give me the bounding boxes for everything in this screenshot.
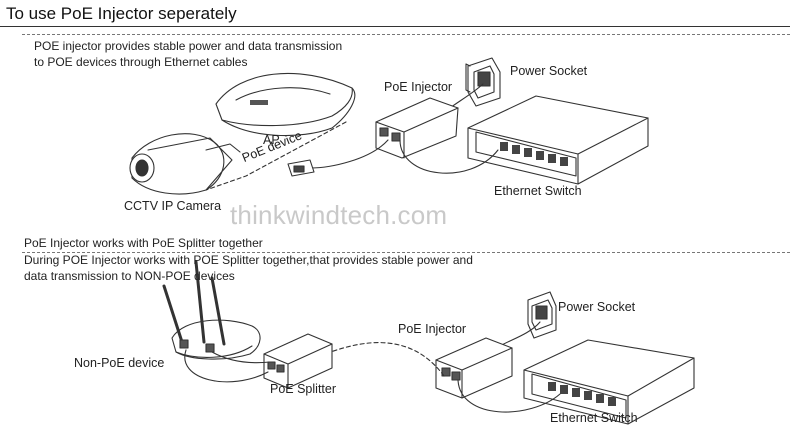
poe-splitter-icon bbox=[263, 333, 333, 389]
watermark: thinkwindtech.com bbox=[230, 200, 448, 230]
section1-description-line-1: POE injector provides stable power and d… bbox=[34, 39, 343, 53]
section1-description-line-2: to POE devices through Ethernet cables bbox=[34, 55, 248, 69]
router-icon bbox=[162, 260, 261, 360]
page-title: To use PoE Injector seperately bbox=[6, 4, 237, 23]
poe-injector-label-2: PoE Injector bbox=[398, 322, 467, 336]
ethernet-switch-icon bbox=[467, 95, 649, 185]
ethernet-switch-label: Ethernet Switch bbox=[494, 184, 582, 198]
non-poe-device-label: Non-PoE device bbox=[74, 356, 165, 370]
ethernet-switch-label-2: Ethernet Switch bbox=[550, 411, 638, 425]
ap-label: AP bbox=[263, 133, 280, 147]
power-socket-icon bbox=[465, 57, 501, 107]
poe-injector-icon-2 bbox=[435, 337, 513, 399]
title-underline bbox=[0, 26, 790, 27]
section2-heading: PoE Injector works with PoE Splitter tog… bbox=[24, 236, 263, 250]
poe-injector-icon bbox=[375, 97, 459, 159]
cctv-camera-label: CCTV IP Camera bbox=[124, 199, 222, 213]
power-socket-label-2: Power Socket bbox=[558, 300, 636, 314]
poe-injector-label: PoE Injector bbox=[384, 80, 453, 94]
section2-description-line-1: During POE Injector works with POE Split… bbox=[24, 253, 473, 267]
access-point-icon bbox=[215, 72, 356, 137]
section2-description-line-2: data transmission to NON-POE devices bbox=[24, 269, 235, 283]
power-socket-label: Power Socket bbox=[510, 64, 588, 78]
section1-divider bbox=[22, 34, 790, 35]
poe-splitter-label: PoE Splitter bbox=[270, 382, 337, 396]
cctv-camera-icon bbox=[129, 133, 241, 195]
ethernet-switch-icon-2 bbox=[523, 339, 695, 425]
power-socket-icon-2 bbox=[527, 291, 557, 339]
section2-divider bbox=[22, 252, 790, 253]
